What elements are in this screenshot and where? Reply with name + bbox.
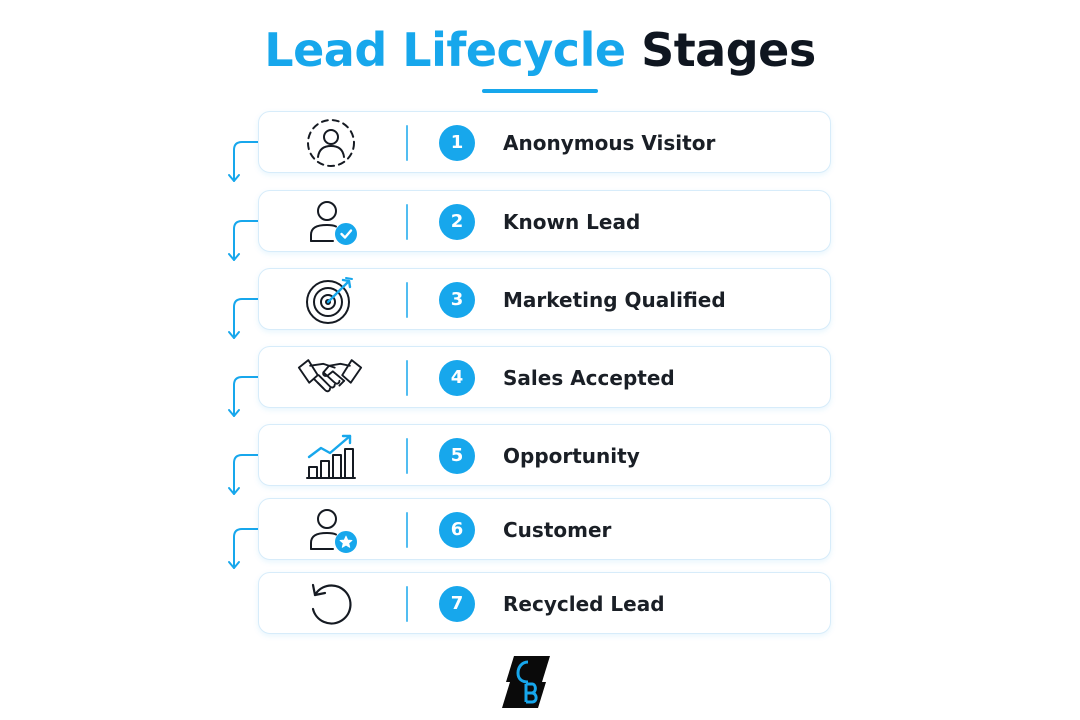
stage-card-7[interactable]: 7 Recycled Lead [258, 572, 831, 634]
user-star-icon [303, 505, 359, 555]
stage-card-6[interactable]: 6 Customer [258, 498, 831, 560]
stage-number-badge: 5 [439, 438, 475, 474]
stage-number-badge: 1 [439, 125, 475, 161]
flow-arrow-line [233, 220, 259, 261]
stage-card-5[interactable]: 5 Opportunity [258, 424, 831, 486]
stage-label: Sales Accepted [503, 366, 675, 390]
flow-arrow-head [228, 409, 240, 417]
growth-chart-icon [303, 431, 359, 481]
stage-divider [406, 360, 408, 396]
page-title: Lead Lifecycle Stages [0, 22, 1080, 78]
flow-arrow-line [233, 298, 259, 339]
flow-arrow-line [233, 454, 259, 495]
flow-arrow-head [228, 487, 240, 495]
stage-card-4[interactable]: 4 Sales Accepted [258, 346, 831, 408]
stage-label: Marketing Qualified [503, 288, 726, 312]
flow-arrow-line [233, 376, 259, 417]
flow-arrow-head [228, 331, 240, 339]
stage-card-1[interactable]: 1 Anonymous Visitor [258, 111, 831, 173]
anonymous-visitor-icon [303, 118, 359, 168]
stage-label: Recycled Lead [503, 592, 665, 616]
recycle-arrow-icon [303, 579, 359, 629]
title-rest: Stages [641, 23, 816, 77]
stage-number-badge: 6 [439, 512, 475, 548]
title-accent: Lead Lifecycle [264, 23, 626, 77]
title-underline [482, 89, 598, 93]
flow-arrow-head [228, 174, 240, 182]
stage-number-badge: 3 [439, 282, 475, 318]
flow-arrow-head [228, 561, 240, 569]
stage-divider [406, 586, 408, 622]
stage-divider [406, 438, 408, 474]
stage-number-badge: 4 [439, 360, 475, 396]
stage-card-2[interactable]: 2 Known Lead [258, 190, 831, 252]
flow-arrow-line [233, 528, 259, 569]
stage-number-badge: 2 [439, 204, 475, 240]
target-icon [303, 275, 359, 325]
flow-arrow-line [233, 141, 259, 182]
stage-divider [406, 512, 408, 548]
stage-divider [406, 204, 408, 240]
user-check-icon [303, 197, 359, 247]
stage-divider [406, 282, 408, 318]
brand-logo-icon [500, 652, 556, 710]
stage-label: Known Lead [503, 210, 641, 234]
stage-label: Opportunity [503, 444, 640, 468]
stage-label: Anonymous Visitor [503, 131, 716, 155]
flow-arrow-head [228, 253, 240, 261]
handshake-icon [297, 353, 363, 403]
stage-label: Customer [503, 518, 612, 542]
stage-number-badge: 7 [439, 586, 475, 622]
stage-divider [406, 125, 408, 161]
stage-card-3[interactable]: 3 Marketing Qualified [258, 268, 831, 330]
